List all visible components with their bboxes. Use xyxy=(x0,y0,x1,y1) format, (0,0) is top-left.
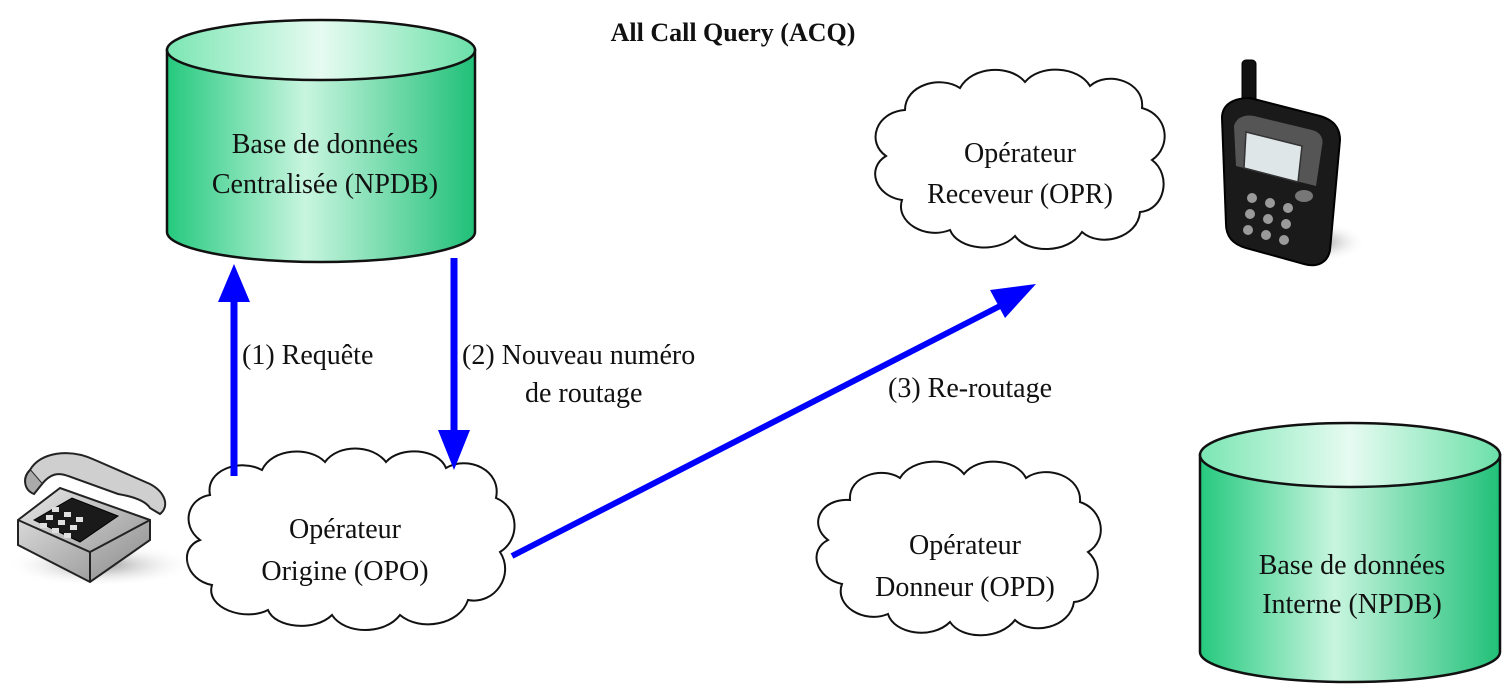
internal-db-label-line1: Base de données xyxy=(1259,550,1446,581)
opd-label-line2: Donneur (OPD) xyxy=(875,572,1055,603)
mobile-phone-icon xyxy=(1220,59,1366,267)
central-database: Base de données Centralisée (NPDB) xyxy=(165,18,477,264)
arrow-nouveau-numero: (2) Nouveau numéro de routage xyxy=(438,258,695,470)
cloud-operateur-receveur: Opérateur Receveur (OPR) xyxy=(874,68,1166,250)
arrow-nouveau-numero-label-line1: (2) Nouveau numéro xyxy=(462,340,695,371)
cloud-operateur-origine: Opérateur Origine (OPO) xyxy=(185,447,516,631)
cloud-operateur-donneur: Opérateur Donneur (OPD) xyxy=(815,460,1102,637)
diagram-title: All Call Query (ACQ) xyxy=(611,18,856,47)
opr-label-line2: Receveur (OPR) xyxy=(927,179,1113,210)
arrow-nouveau-numero-label-line2: de routage xyxy=(525,378,642,409)
arrow-requete: (1) Requête xyxy=(218,264,373,476)
internal-db-label-line2: Interne (NPDB) xyxy=(1262,589,1442,620)
arrow-re-routage: (3) Re-routage xyxy=(510,284,1052,559)
central-db-label-line1: Base de données xyxy=(232,129,419,160)
opr-label-line1: Opérateur xyxy=(964,138,1077,169)
opd-label-line1: Opérateur xyxy=(909,530,1022,561)
arrow-requete-label: (1) Requête xyxy=(242,340,373,371)
desk-phone-icon xyxy=(5,452,195,587)
central-db-label-line2: Centralisée (NPDB) xyxy=(212,169,438,200)
opo-label-line2: Origine (OPO) xyxy=(261,556,428,587)
internal-database: Base de données Interne (NPDB) xyxy=(1198,421,1502,684)
opo-label-line1: Opérateur xyxy=(289,514,402,545)
arrow-re-routage-label: (3) Re-routage xyxy=(888,373,1052,404)
